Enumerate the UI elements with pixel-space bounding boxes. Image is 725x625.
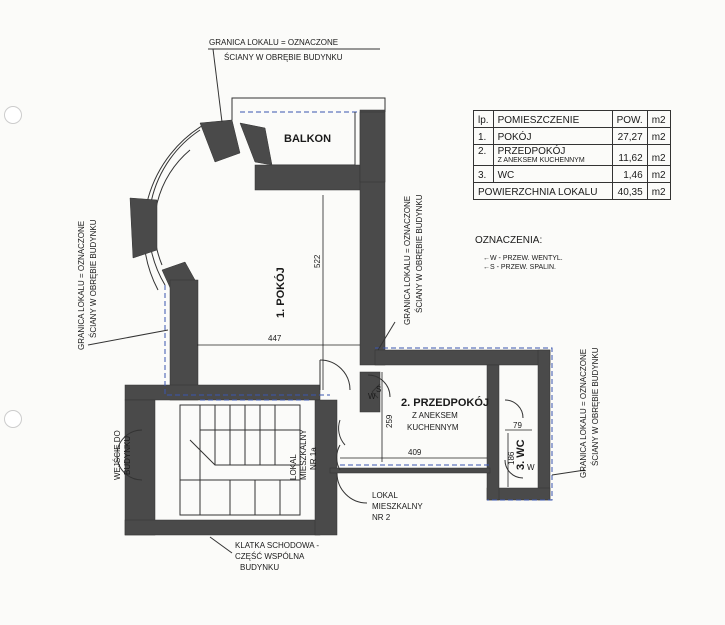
dim-186: 186	[507, 451, 516, 465]
table-row: 3. WC 1,46 m2	[473, 165, 671, 183]
header-area: POW.	[611, 110, 648, 128]
svg-text:MIESZKALNY: MIESZKALNY	[299, 429, 308, 480]
table-total-row: POWIERZCHNIA LOKALU 40,35 m2	[473, 182, 671, 200]
dim-259: 259	[385, 414, 394, 428]
svg-text:GRANICA LOKALU = OZNACZONE: GRANICA LOKALU = OZNACZONE	[77, 221, 86, 350]
dim-79: 79	[513, 421, 522, 430]
svg-text:GRANICA LOKALU = OZNACZONE: GRANICA LOKALU = OZNACZONE	[579, 349, 588, 478]
table-header-row: lp. POMIESZCZENIE POW. m2	[473, 110, 671, 128]
room2-sub-2: KUCHENNYM	[407, 423, 459, 432]
legend-title: OZNACZENIA:	[475, 235, 543, 246]
bay-window	[129, 119, 273, 293]
svg-text:ŚCIANY W OBRĘBIE BUDYNKU: ŚCIANY W OBRĘBIE BUDYNKU	[415, 194, 424, 313]
boundary-label-right: GRANICA LOKALU = OZNACZONE ŚCIANY W OBRĘ…	[551, 347, 600, 478]
doors	[116, 359, 524, 504]
dim-522: 522	[313, 254, 322, 268]
svg-text:MIESZKALNY: MIESZKALNY	[372, 502, 423, 511]
room2-label: 2. PRZEDPOKÓJ	[401, 396, 489, 409]
room2-sub-1: Z ANEKSEM	[412, 411, 458, 420]
arrow-left-icon: ←	[483, 255, 490, 262]
svg-text:GRANICA LOKALU = OZNACZONE: GRANICA LOKALU = OZNACZONE	[209, 38, 338, 47]
wc-vent-label: W	[527, 463, 535, 472]
svg-text:ŚCIANY W OBRĘBIE BUDYNKU: ŚCIANY W OBRĘBIE BUDYNKU	[224, 53, 343, 62]
table-row: 1. POKÓJ 27,27 m2	[473, 127, 671, 145]
table-row: 2. PRZEDPOKÓJ Z ANEKSEM KUCHENNYM 11,62 …	[473, 144, 671, 166]
vent-s-label: S	[376, 385, 381, 394]
svg-text:NR 1a: NR 1a	[309, 447, 318, 470]
balkon-label: BALKON	[284, 133, 331, 145]
header-room: POMIESZCZENIE	[492, 110, 613, 128]
klatka-label: KLATKA SCHODOWA - CZĘŚĆ WSPÓLNA BUDYNKU	[209, 536, 319, 572]
boundary-lines	[164, 285, 553, 501]
vent-w-label: W	[368, 392, 376, 401]
boundary-label-top: GRANICA LOKALU = OZNACZONE ŚCIANY W OBRĘ…	[208, 38, 380, 123]
svg-text:LOKAL: LOKAL	[372, 491, 398, 500]
staircase	[179, 404, 301, 516]
room-labels: BALKON 1. POKÓJ 2. PRZEDPOKÓJ Z ANEKSEM …	[274, 133, 527, 470]
header-unit: m2	[646, 110, 671, 128]
svg-text:NR 2: NR 2	[372, 513, 391, 522]
legend: OZNACZENIA: ←W - PRZEW. WENTYL. ←S - PRZ…	[475, 235, 563, 271]
boundary-label-left: GRANICA LOKALU = OZNACZONE ŚCIANY W OBRĘ…	[77, 219, 169, 350]
svg-text:ŚCIANY W OBRĘBIE BUDYNKU: ŚCIANY W OBRĘBIE BUDYNKU	[591, 347, 600, 466]
wc-label: 3. WC	[515, 439, 527, 470]
wejscie-label: WEJŚCIE DO BUDYNKU	[113, 430, 132, 480]
vent-symbols: W S W	[368, 383, 535, 472]
dimension-labels: 522 447 259 409 79 186	[268, 254, 522, 465]
punch-hole	[4, 106, 22, 124]
dim-409: 409	[408, 448, 422, 457]
arrow-left-icon: ←	[483, 264, 490, 271]
svg-text:CZĘŚĆ WSPÓLNA: CZĘŚĆ WSPÓLNA	[235, 552, 305, 561]
dim-447: 447	[268, 334, 282, 343]
lokal-1a-label: LOKAL MIESZKALNY NR 1a	[289, 429, 318, 480]
svg-text:BUDYNKU: BUDYNKU	[123, 436, 132, 475]
svg-text:ŚCIANY W OBRĘBIE BUDYNKU: ŚCIANY W OBRĘBIE BUDYNKU	[89, 219, 98, 338]
walls	[124, 109, 551, 536]
area-table: lp. POMIESZCZENIE POW. m2 1. POKÓJ 27,27…	[473, 110, 671, 200]
header-lp: lp.	[473, 110, 494, 128]
lokal-2-label: LOKAL MIESZKALNY NR 2	[372, 491, 423, 522]
svg-text:GRANICA LOKALU = OZNACZONE: GRANICA LOKALU = OZNACZONE	[403, 196, 412, 325]
svg-text:BUDYNKU: BUDYNKU	[240, 563, 279, 572]
room1-label: 1. POKÓJ	[274, 267, 287, 318]
punch-hole	[4, 410, 22, 428]
boundary-label-mid: GRANICA LOKALU = OZNACZONE ŚCIANY W OBRĘ…	[377, 194, 424, 351]
svg-text:KLATKA SCHODOWA -: KLATKA SCHODOWA -	[235, 541, 319, 550]
svg-text:LOKAL: LOKAL	[289, 454, 298, 480]
svg-text:WEJŚCIE DO: WEJŚCIE DO	[113, 430, 122, 480]
dimension-lines	[197, 195, 532, 487]
